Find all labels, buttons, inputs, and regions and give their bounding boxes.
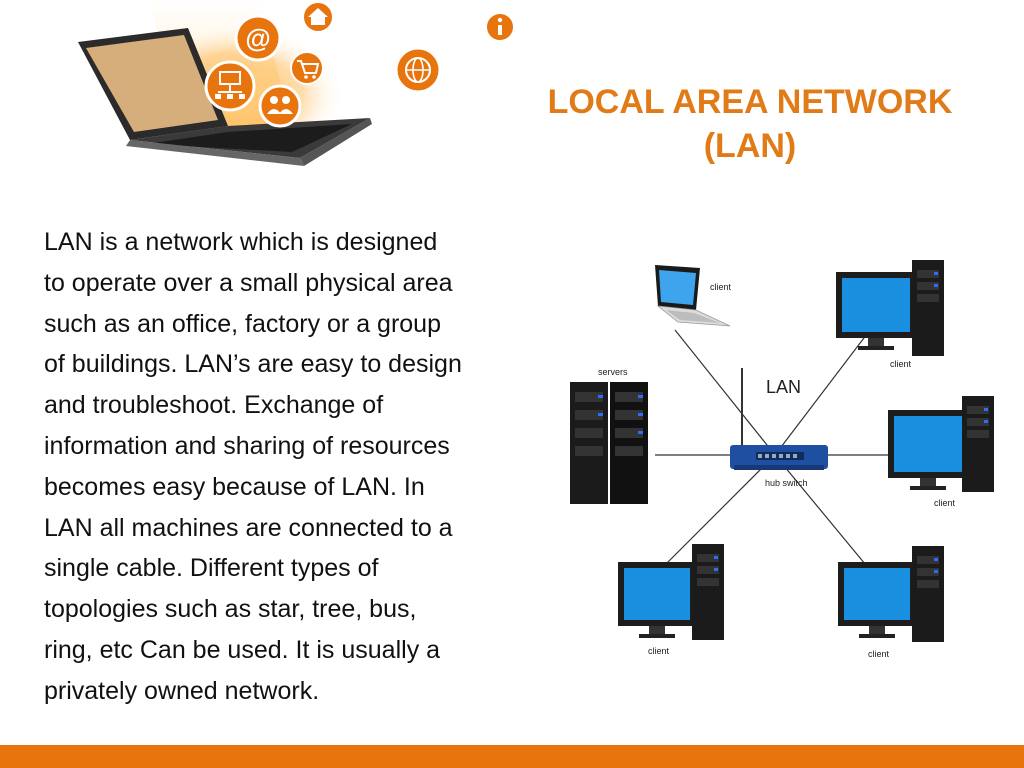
body-line: LAN is a network which is designed [44, 228, 438, 256]
client-top-right-label: client [890, 359, 912, 369]
client-laptop-label: client [710, 282, 732, 292]
svg-text:@: @ [245, 23, 270, 53]
client-desktop-bottom-right [838, 546, 944, 642]
body-line: of buildings. LAN’s are easy to design [44, 350, 462, 379]
client-desktop-top-right [836, 260, 944, 356]
body-line: ring, etc Can be used. It is usually a [44, 635, 441, 664]
client-bottom-left-label: client [648, 646, 670, 656]
client-laptop [655, 265, 731, 327]
client-bottom-right-label: client [868, 649, 890, 659]
cables [655, 329, 890, 571]
footer-bar [0, 745, 1024, 768]
screen-network-icon [204, 60, 256, 112]
body-line: topologies such as star, tree, bus, [44, 595, 417, 624]
client-desktop-right [888, 396, 994, 492]
body-line: becomes easy because of LAN. In [44, 472, 425, 501]
body-line: LAN all machines are connected to a [44, 513, 453, 542]
at-sign-icon: @ [234, 14, 282, 62]
slide-title: LOCAL AREA NETWORK (LAN) [520, 80, 980, 168]
lan-diagram: client client servers LAN [570, 260, 994, 659]
cart-icon [290, 51, 324, 85]
switch-label: hub switch [765, 478, 808, 488]
client-right-label: client [934, 498, 956, 508]
body-line: and troubleshoot. Exchange of [44, 391, 384, 420]
servers [570, 382, 648, 504]
body-line: privately owned network. [44, 676, 320, 705]
body-paragraph: LAN is a network which is designed to op… [44, 222, 564, 712]
lan-label: LAN [766, 377, 801, 397]
body-line: to operate over a small physical area [44, 268, 453, 297]
servers-label: servers [598, 367, 628, 377]
body-line: information and sharing of resources [44, 431, 450, 460]
laptop [78, 28, 372, 166]
users-icon [258, 84, 302, 128]
title-line-1: LOCAL AREA NETWORK [547, 83, 953, 121]
body-line: such as an office, factory or a group [44, 309, 441, 338]
client-desktop-bottom-left [618, 544, 724, 640]
hub-switch [730, 368, 828, 470]
body-line: single cable. Different types of [44, 554, 379, 583]
info-icon [485, 12, 515, 42]
laptop-illustration: @ [78, 0, 515, 166]
globe-icon [394, 46, 442, 94]
home-icon [302, 1, 334, 33]
title-line-2: (LAN) [703, 127, 797, 165]
